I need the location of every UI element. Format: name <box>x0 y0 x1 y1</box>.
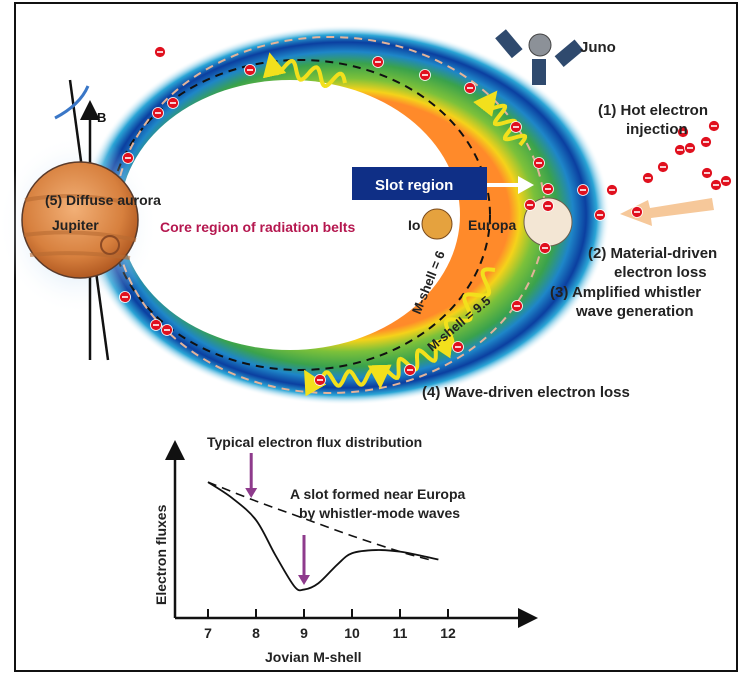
step1-line1: (1) Hot electron <box>598 102 708 119</box>
step4-label: (4) Wave-driven electron loss <box>422 384 630 401</box>
whistler-wave-icon <box>367 339 447 389</box>
annotation-typical: Typical electron flux distribution <box>207 434 422 450</box>
step3-line1: (3) Amplified whistler <box>550 284 701 301</box>
step2-line2: electron loss <box>614 264 707 281</box>
whistler-wave-icon <box>473 90 528 147</box>
jupiter <box>0 79 158 361</box>
io-label: Io <box>408 217 420 233</box>
slot-region-box <box>352 167 487 200</box>
whistler-wave-icon <box>428 267 496 359</box>
jupiter-planet <box>21 161 139 279</box>
x-tick-label: 8 <box>252 625 260 641</box>
radiation-belt <box>80 25 610 405</box>
annotation-slot-line1: A slot formed near Europa <box>290 486 466 502</box>
juno-label: Juno <box>580 39 616 56</box>
x-tick-label: 12 <box>440 625 456 641</box>
europa-label: Europa <box>468 217 516 233</box>
slot-region-arrow <box>487 176 534 194</box>
jupiter-label: Jupiter <box>52 217 99 233</box>
series-typical-flux <box>207 481 430 561</box>
aurora-label: (5) Diffuse aurora <box>45 192 161 208</box>
electrons <box>119 46 732 386</box>
io-moon <box>421 208 453 240</box>
series-slot-flux <box>207 481 439 592</box>
x-tick-label: 11 <box>393 625 408 641</box>
juno-spacecraft-icon <box>495 29 584 85</box>
annotation-slot-line2: by whistler-mode waves <box>299 505 460 521</box>
slot-region-callout <box>352 167 534 200</box>
whistler-waves <box>262 52 528 397</box>
annotation-arrowhead-slot <box>298 575 310 585</box>
annotation-arrowhead-typical <box>245 488 258 498</box>
whistler-wave-icon <box>262 52 347 89</box>
rotation-arrow-icon <box>54 85 90 120</box>
y-axis-label: Electron fluxes <box>153 504 169 605</box>
core-region-hole <box>120 80 460 350</box>
b-field-label: B <box>97 110 106 125</box>
x-ticks: 7 8 9 10 11 12 <box>204 609 456 641</box>
core-region-label: Core region of radiation belts <box>160 219 355 235</box>
x-tick-label: 10 <box>344 625 360 641</box>
x-tick-label: 7 <box>204 625 212 641</box>
slot-region-label: Slot region <box>375 177 453 194</box>
step3-line2: wave generation <box>575 303 694 320</box>
step1-line2: injection <box>626 121 688 138</box>
x-axis-label: Jovian M-shell <box>265 649 361 665</box>
flux-chart: 7 8 9 10 11 12 Typical electron flux distribu… <box>153 434 538 665</box>
mshell-6-line <box>109 59 491 371</box>
injection-arrow <box>620 198 714 226</box>
step2-line1: (2) Material-driven <box>588 245 717 262</box>
x-tick-label: 9 <box>300 625 308 641</box>
